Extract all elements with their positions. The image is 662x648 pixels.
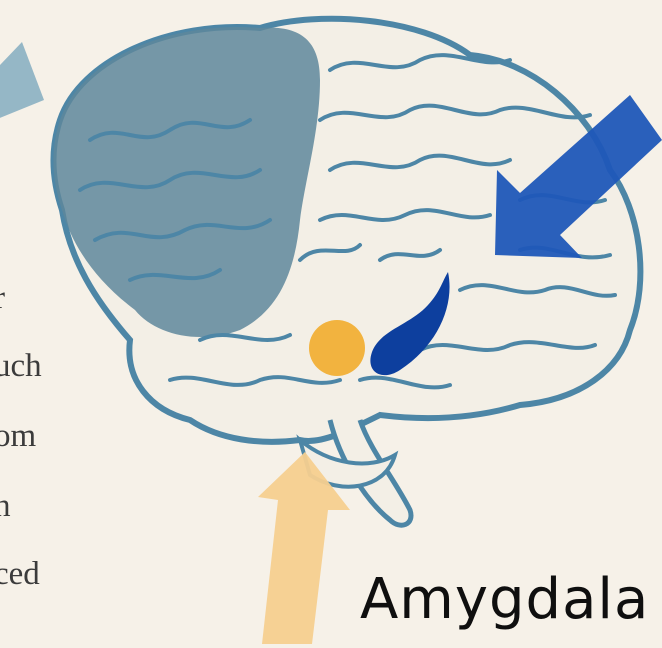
- side-text-line-5: ced: [0, 558, 40, 591]
- arrow-top-left: [0, 42, 44, 122]
- amygdala-dot: [309, 320, 365, 376]
- side-text-line-1: r: [0, 282, 5, 315]
- brain-shape: [53, 19, 640, 525]
- amygdala-label: Amygdala: [360, 572, 649, 628]
- side-text-line-4: h: [0, 490, 11, 523]
- side-text-line-2: uch: [0, 350, 42, 383]
- side-text-line-3: om: [0, 420, 36, 453]
